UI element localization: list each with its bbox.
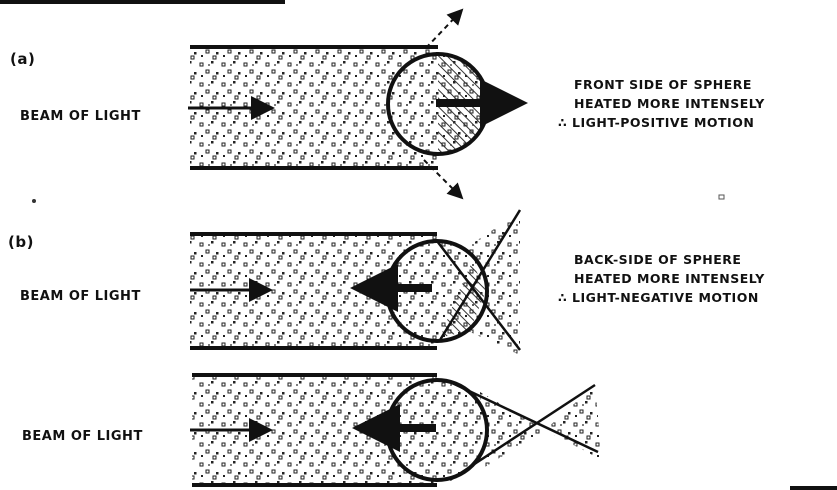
panel-b-caption-line-1: BACK-SIDE OF SPHERE — [574, 252, 741, 267]
speck — [719, 195, 724, 199]
panel-a-caption-line-3: ∴ LIGHT-POSITIVE MOTION — [558, 115, 754, 130]
panel-c: BEAM OF LIGHT — [22, 375, 602, 485]
panel-c-focus-cone — [480, 385, 602, 470]
panel-a-beam-label: BEAM OF LIGHT — [20, 109, 141, 124]
scan-edge-mark — [790, 486, 837, 490]
scan-edge-mark — [0, 0, 285, 4]
panel-b: (b) BEAM OF LIGHT BACK-SIDE OF SPHERE HE… — [8, 210, 765, 357]
panel-b-label: (b) — [8, 233, 34, 251]
panel-a-label: (a) — [10, 50, 35, 68]
panel-b-caption-line-3: ∴ LIGHT-NEGATIVE MOTION — [558, 290, 759, 305]
panel-a-caption-line-2: HEATED MORE INTENSELY — [574, 96, 765, 111]
panel-b-beam-label: BEAM OF LIGHT — [20, 289, 141, 304]
panel-c-beam-label: BEAM OF LIGHT — [22, 429, 143, 444]
panel-a: (a) BEAM OF LIGHT FRONT SIDE OF SPHERE H… — [10, 10, 765, 198]
panel-b-caption-line-2: HEATED MORE INTENSELY — [574, 271, 765, 286]
panel-a-caption-line-1: FRONT SIDE OF SPHERE — [574, 77, 752, 92]
panel-a-scatter-arrow-up — [426, 10, 462, 48]
speck — [32, 199, 36, 203]
